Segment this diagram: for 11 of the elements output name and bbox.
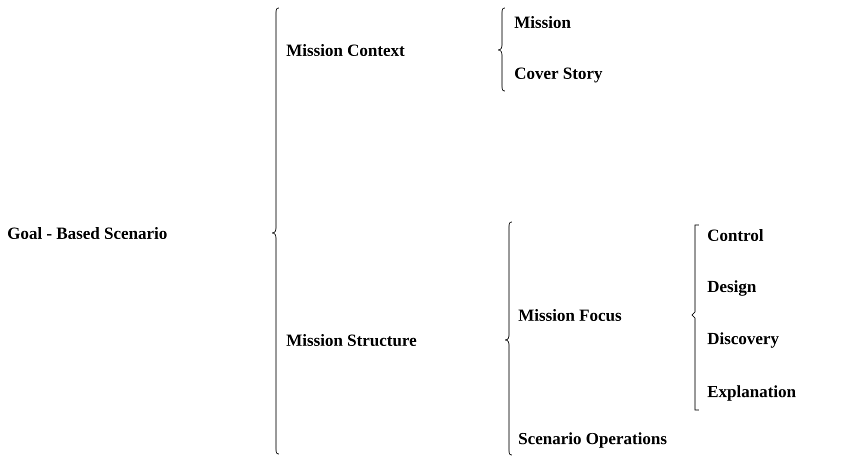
label-text: Explanation [708, 385, 796, 401]
label-text: Mission Structure [286, 334, 416, 346]
label-text: Mission Focus [518, 309, 622, 321]
label-text: Design [708, 280, 756, 296]
label-text: Mission [514, 16, 571, 28]
label-text: Scenario Operations [519, 432, 667, 448]
label-text: Cover Story [515, 68, 602, 82]
label-text: Goal - Based Scenario [8, 227, 167, 239]
label-text: Discovery [708, 332, 779, 348]
label-text: Control [708, 229, 764, 241]
label-text: Mission Context [286, 44, 405, 56]
